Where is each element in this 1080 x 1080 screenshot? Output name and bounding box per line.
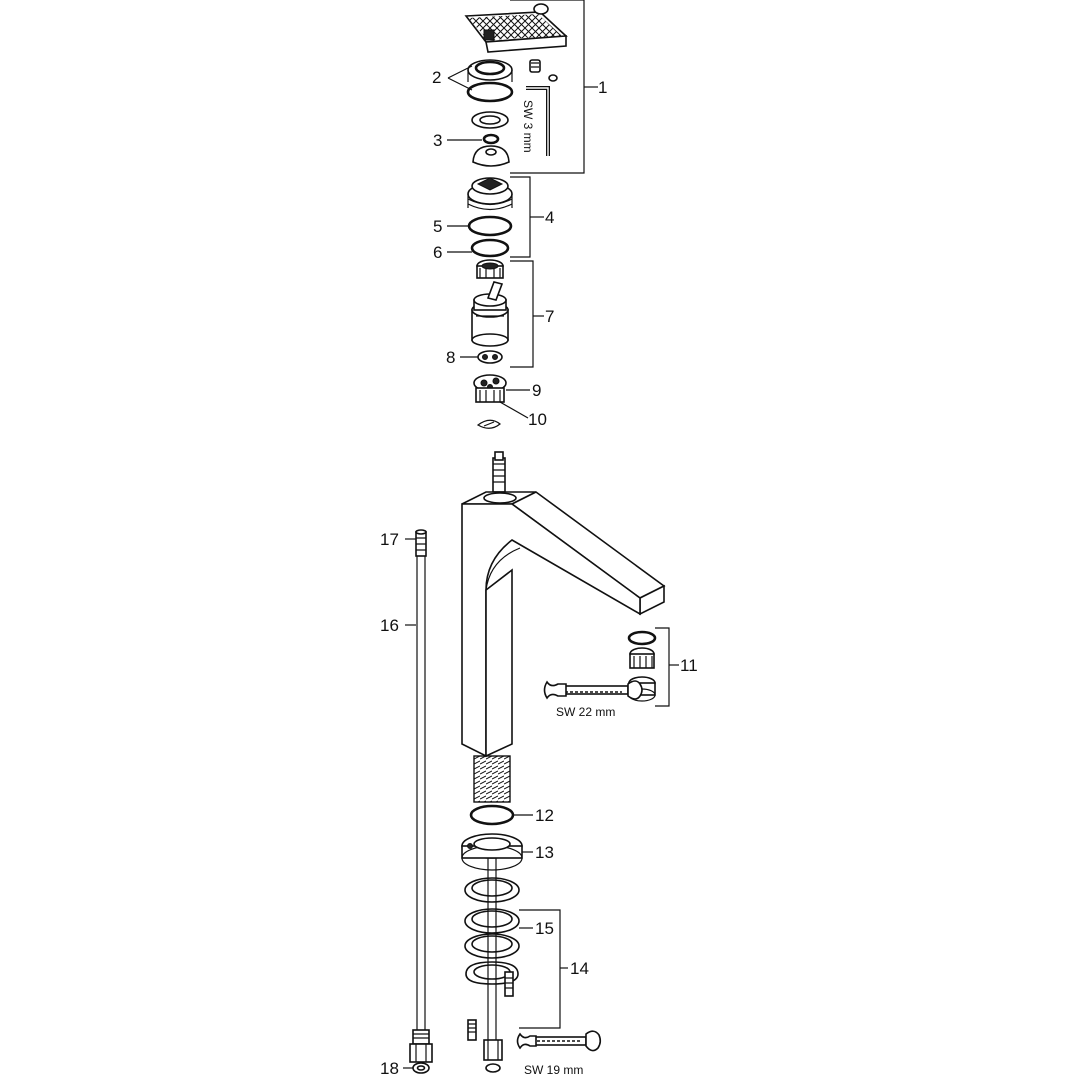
cartridge-adapter xyxy=(476,259,504,279)
wrench-icon xyxy=(516,1030,602,1052)
mounting-rod xyxy=(487,858,497,1044)
grub-screw xyxy=(529,59,558,82)
wrench-icon xyxy=(543,680,643,700)
callout-4: 4 xyxy=(545,208,554,227)
threaded-shank xyxy=(473,755,511,803)
washer-stack-14 xyxy=(464,877,520,985)
faucet-body xyxy=(461,491,666,758)
seal-set-8 xyxy=(477,350,503,364)
mounting-screws xyxy=(467,971,514,1041)
o-ring-6 xyxy=(470,238,510,258)
callout-13: 13 xyxy=(535,843,554,862)
clip-10 xyxy=(476,419,501,429)
base-part-9 xyxy=(473,374,507,403)
callout-6: 6 xyxy=(433,243,442,262)
wrench-22-size-label: SW 22 mm xyxy=(556,705,615,719)
callout-14: 14 xyxy=(570,959,589,978)
wrench-19-size-label: SW 19 mm xyxy=(524,1063,583,1077)
callout-2: 2 xyxy=(432,68,441,87)
callout-15: 15 xyxy=(535,919,554,938)
callout-1: 1 xyxy=(598,78,607,97)
cover-cap xyxy=(467,59,513,82)
callout-16: 16 xyxy=(380,616,399,635)
callout-3: 3 xyxy=(433,131,442,150)
callout-8: 8 xyxy=(446,348,455,367)
hose-nut xyxy=(409,1029,433,1063)
callout-5: 5 xyxy=(433,217,442,236)
callout-17: 17 xyxy=(380,530,399,549)
callout-12: 12 xyxy=(535,806,554,825)
supply-hose-16 xyxy=(416,556,426,1030)
supply-nut xyxy=(483,1039,503,1073)
leader-lines xyxy=(403,0,679,1069)
dome-cap xyxy=(472,145,510,167)
hex-key-icon xyxy=(526,86,550,156)
callout-18: 18 xyxy=(380,1059,399,1078)
callout-10: 10 xyxy=(528,410,547,429)
base-plate-13 xyxy=(461,833,523,871)
o-ring-pair xyxy=(466,81,514,129)
o-ring-5 xyxy=(467,215,513,237)
handle-lever xyxy=(464,3,568,53)
faucet-connection-stub xyxy=(492,451,506,493)
callout-9: 9 xyxy=(532,381,541,400)
callout-7: 7 xyxy=(545,307,554,326)
hose-tip-17 xyxy=(415,529,427,557)
o-ring-12 xyxy=(469,804,515,826)
cartridge xyxy=(471,281,509,347)
small-seal xyxy=(482,133,500,145)
callout-11: 11 xyxy=(680,656,698,675)
bonnet-nut xyxy=(467,177,513,211)
hex-key-size-label: SW 3 mm xyxy=(521,100,535,153)
